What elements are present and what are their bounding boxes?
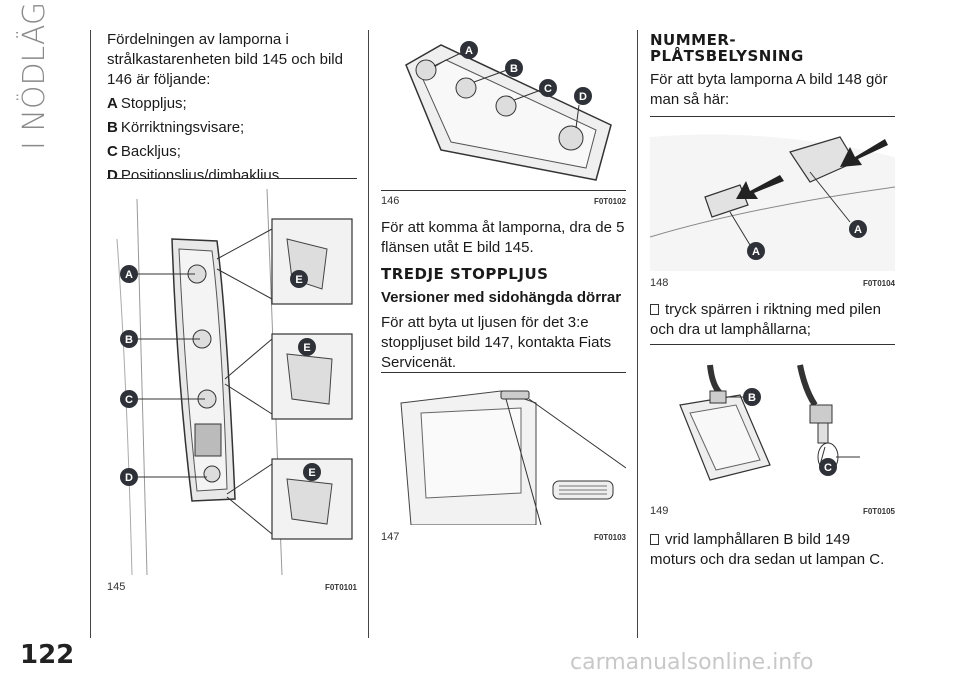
figure-rule: [381, 190, 626, 191]
page-number: 122: [20, 640, 75, 670]
label-badge: A: [747, 242, 765, 260]
svg-text:B: B: [125, 334, 133, 346]
figure-code: F0T0103: [593, 533, 626, 542]
step-2: vrid lamphållaren B bild 149 moturs och …: [650, 530, 895, 570]
svg-text:A: A: [125, 269, 133, 281]
svg-text:E: E: [303, 342, 310, 354]
plate-light-removal-illustration: A A: [649, 134, 896, 271]
step-checkbox-icon: [650, 304, 659, 315]
label-badge: D: [574, 87, 592, 105]
figure-code: F0T0101: [324, 583, 357, 592]
svg-text:D: D: [579, 91, 587, 103]
column-3-text: NUMMER-PLÅTSBELYSNING För att byta lampo…: [650, 32, 895, 110]
label-badge: A: [460, 41, 478, 59]
section-side-title: I NÖDLÄGE: [17, 0, 52, 150]
figure-146: A B C D 146 F0T0102: [381, 30, 626, 207]
label-badge: C: [539, 79, 557, 97]
label-badge: E: [303, 463, 321, 481]
lamp-cluster-illustration: A B C D: [405, 41, 612, 181]
heading-plate-light: NUMMER-PLÅTSBELYSNING: [650, 31, 804, 65]
figure-code: F0T0105: [862, 507, 895, 516]
figure-number: 146: [381, 195, 400, 207]
access-text: För att komma åt lamporna, dra de 5 flän…: [381, 219, 625, 256]
label-badge: B: [505, 59, 523, 77]
figure-number: 147: [381, 531, 400, 543]
label-badge: B: [743, 388, 761, 406]
column-2-text: För att komma åt lamporna, dra de 5 flän…: [381, 218, 626, 373]
svg-text:C: C: [125, 394, 133, 406]
svg-text:E: E: [308, 467, 315, 479]
svg-text:C: C: [824, 462, 832, 474]
label-badge: E: [298, 338, 316, 356]
lamp-holder-illustration: B C: [679, 364, 860, 481]
figure-number: 148: [650, 277, 669, 289]
column-rule: [90, 30, 91, 638]
rear-lamp-illustration: A B C D E E E: [107, 179, 357, 576]
svg-text:E: E: [295, 274, 302, 286]
svg-text:A: A: [752, 246, 760, 258]
watermark: carmanualsonline.info: [570, 650, 814, 675]
heading-third-brake-light: TREDJE STOPPLJUS: [381, 265, 549, 283]
figure-145: A B C D E E E 145 F0T0101: [107, 178, 357, 598]
label-badge: B: [120, 330, 138, 348]
svg-text:B: B: [510, 63, 518, 75]
third-brake-light-illustration: [400, 390, 627, 526]
figure-149: B C 149 F0T0105: [650, 344, 895, 520]
figure-code: F0T0104: [862, 279, 895, 288]
svg-text:A: A: [854, 224, 862, 236]
subheading-side-doors: Versioner med sidohängda dörrar: [381, 289, 622, 306]
plate-intro-text: För att byta lamporna A bild 148 gör man…: [650, 71, 888, 108]
figure-code: F0T0102: [593, 197, 626, 206]
label-badge: E: [290, 270, 308, 288]
step-2-text: vrid lamphållaren B bild 149 moturs och …: [650, 531, 885, 568]
column-1: Fördelningen av lamporna i strålkastaren…: [107, 30, 357, 186]
figure-number: 145: [107, 581, 126, 593]
step-checkbox-icon: [650, 534, 659, 545]
label-badge: C: [819, 458, 837, 476]
step-1: tryck spärren i riktning med pilen och d…: [650, 300, 895, 340]
figure-147: 147 F0T0103: [381, 372, 627, 548]
step-1-text: tryck spärren i riktning med pilen och d…: [650, 301, 881, 338]
svg-text:D: D: [125, 472, 133, 484]
column-rule: [637, 30, 638, 638]
label-badge: D: [120, 468, 138, 486]
intro-text: Fördelningen av lamporna i strålkastaren…: [107, 31, 343, 88]
svg-text:A: A: [465, 45, 473, 57]
label-badge: A: [120, 265, 138, 283]
svg-text:C: C: [544, 83, 552, 95]
service-text: För att byta ut ljusen för det 3:e stopp…: [381, 314, 612, 371]
figure-148: A A 148 F0T0104: [649, 116, 896, 292]
label-badge: A: [849, 220, 867, 238]
column-rule: [368, 30, 369, 638]
label-badge: C: [120, 390, 138, 408]
svg-text:B: B: [748, 392, 756, 404]
figure-number: 149: [650, 505, 669, 517]
